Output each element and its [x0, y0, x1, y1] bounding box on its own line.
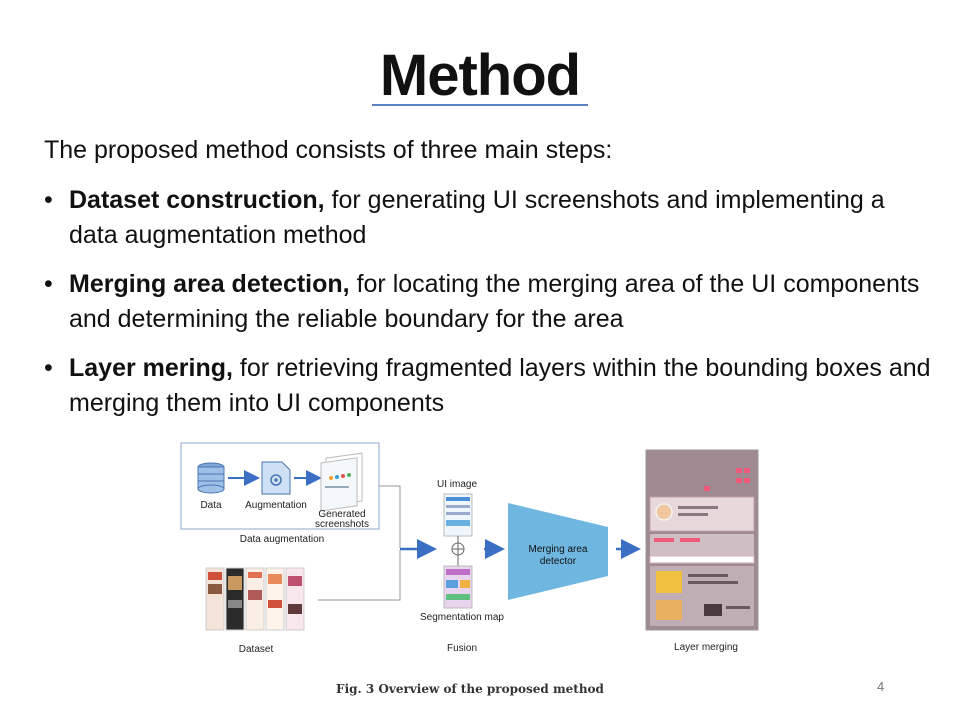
bullet-text: for locating the merging area of the UI …	[69, 270, 920, 333]
bullet-dot: •	[44, 354, 53, 382]
detector-label-line1: Merging area	[529, 544, 588, 555]
augmentation-document-icon	[261, 461, 291, 495]
ui-image-label: UI image	[437, 479, 477, 490]
generated-screenshots-thumbnails	[320, 452, 363, 512]
bullet-layer-merging: • Layer mering, for retrieving fragmente…	[44, 351, 934, 421]
figure-caption: Fig. 3 Overview of the proposed method	[336, 682, 604, 696]
slide-title: Method	[379, 43, 581, 108]
segmentation-map-label: Segmentation map	[420, 612, 504, 623]
generated-label-line2: screenshots	[315, 519, 369, 530]
augmentation-label: Augmentation	[245, 500, 307, 511]
bullet-bold: Merging area detection,	[69, 270, 350, 298]
bullet-dataset-construction: • Dataset construction, for generating U…	[44, 183, 934, 253]
layer-merging-screenshot	[645, 449, 759, 631]
fusion-label: Fusion	[447, 643, 477, 654]
merging-area-detector	[508, 503, 608, 600]
fusion-operator-icon	[451, 542, 465, 556]
dataset-label: Dataset	[239, 644, 274, 655]
layer-merging-label: Layer merging	[674, 642, 738, 653]
data-augmentation-label: Data augmentation	[240, 534, 325, 545]
generated-label-line1: Generated	[318, 509, 365, 520]
dataset-thumbnails	[205, 567, 305, 631]
bullet-list: • Dataset construction, for generating U…	[44, 183, 934, 435]
database-icon	[197, 462, 225, 494]
bullet-merging-area-detection: • Merging area detection, for locating t…	[44, 267, 934, 337]
bullet-dot: •	[44, 186, 53, 214]
intro-text: The proposed method consists of three ma…	[44, 136, 613, 164]
bullet-text: for generating UI screenshots and implem…	[69, 186, 885, 249]
connector-augmentation	[379, 485, 401, 548]
title-underline	[372, 104, 588, 106]
ui-image-thumbnail	[443, 493, 473, 537]
bullet-text: for retrieving fragmented layers within …	[69, 354, 931, 417]
page-number: 4	[877, 679, 885, 694]
data-label: Data	[200, 500, 222, 511]
segmentation-map-thumbnail	[443, 565, 473, 609]
bullet-bold: Layer mering,	[69, 354, 233, 382]
connector-dataset	[318, 550, 401, 601]
bullet-dot: •	[44, 270, 53, 298]
bullet-bold: Dataset construction,	[69, 186, 325, 214]
detector-label-line2: detector	[540, 556, 577, 567]
